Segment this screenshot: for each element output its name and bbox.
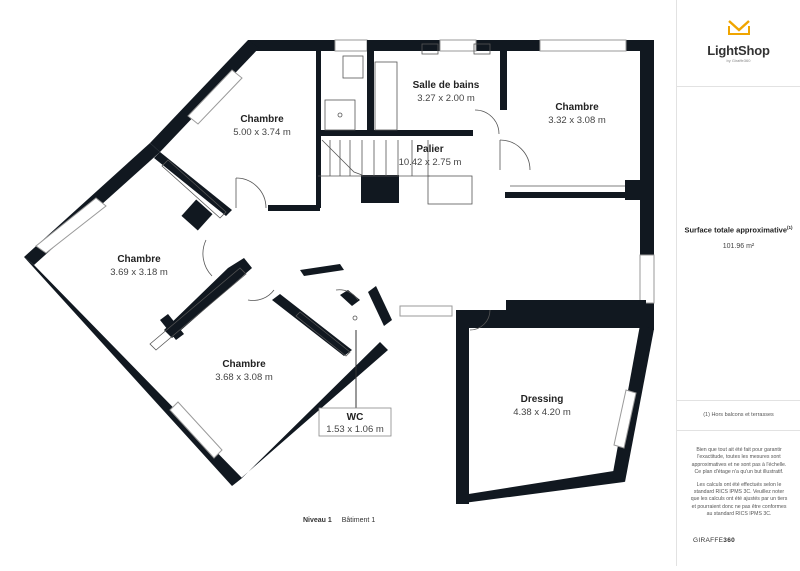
bottom-diagonal-wall	[232, 342, 388, 486]
room-name: Dressing	[521, 394, 564, 405]
interior-walls	[154, 40, 646, 356]
disclaimer-paragraph: Bien que tout ait été fait pour garantir…	[691, 447, 787, 476]
giraffe360-brand: GIRAFFE360	[693, 537, 736, 544]
logo-text: LightShop	[707, 43, 770, 58]
bedroom1-bottom-wall	[268, 205, 320, 211]
info-sidebar: LightShop by Giraffe360 Surface totale a…	[676, 0, 800, 566]
room-dims: 3.68 x 3.08 m	[215, 372, 273, 383]
divider	[677, 430, 800, 431]
room-name: Salle de bains	[413, 80, 480, 91]
bath-right-wall	[500, 40, 507, 110]
floor-plan: Chambre 5.00 x 3.74 m Salle de bains 3.2…	[24, 39, 655, 504]
footnote: (1) Hors balcons et terrasses	[703, 412, 774, 418]
dressing-left-wall	[456, 310, 469, 504]
level-caption: Niveau 1 Bâtiment 1	[303, 517, 375, 524]
landing-top-wall	[318, 130, 473, 136]
room-name: Chambre	[555, 102, 599, 113]
disclaimer: Bien que tout ait été fait pour garantir…	[689, 447, 789, 524]
room-dims: 1.53 x 1.06 m	[326, 424, 384, 435]
bedroom1-right-wall	[316, 48, 321, 208]
wc-bowl	[352, 315, 358, 321]
doors-and-fixtures	[149, 43, 625, 408]
bedroom3-corner	[625, 180, 645, 200]
floor-plan-drawing: Chambre 5.00 x 3.74 m Salle de bains 3.2…	[24, 39, 655, 504]
room-dims: 10.42 x 2.75 m	[399, 157, 462, 168]
stair-void	[361, 175, 399, 203]
bathtub	[374, 61, 398, 131]
room-dims: 4.38 x 4.20 m	[513, 407, 571, 418]
room-name: Chambre	[222, 359, 266, 370]
brand-logo: LightShop by Giraffe360	[677, 18, 800, 63]
corridor-bottom-wall	[506, 300, 646, 328]
logo-tagline: by Giraffe360	[726, 58, 751, 63]
room-dims: 3.27 x 2.00 m	[417, 93, 475, 104]
building-label: Bâtiment 1	[341, 517, 376, 524]
surface-label: Surface totale approximative(1)	[684, 225, 793, 235]
surface-summary: Surface totale approximative(1) 101.96 m…	[677, 225, 800, 250]
bedroom3-bottom-wall	[505, 192, 645, 198]
bath-left-wall	[367, 40, 374, 132]
divider	[677, 400, 800, 401]
room-name: Chambre	[240, 114, 284, 125]
lightshop-logo-icon	[727, 20, 750, 35]
room-dims: 3.32 x 3.08 m	[548, 115, 606, 126]
level-label: Niveau 1	[303, 517, 332, 524]
room-name: Palier	[416, 144, 443, 155]
room-dims: 5.00 x 3.74 m	[233, 127, 291, 138]
room-name: Chambre	[117, 254, 161, 265]
washbasin	[342, 55, 364, 79]
room-labels: Chambre 5.00 x 3.74 m Salle de bains 3.2…	[110, 80, 606, 418]
wc-callout: WC 1.53 x 1.06 m	[318, 407, 392, 437]
windows	[35, 39, 655, 459]
shower	[324, 99, 356, 131]
room-dims: 3.69 x 3.18 m	[110, 267, 168, 278]
surface-value: 101.96 m²	[722, 242, 755, 250]
dressing-bottom-wall	[456, 470, 624, 504]
disclaimer-paragraph: Les calculs ont été effectués selon le s…	[690, 481, 788, 518]
divider	[677, 86, 800, 87]
room-name: WC	[347, 412, 364, 423]
nw-diagonal-wall	[150, 40, 259, 152]
